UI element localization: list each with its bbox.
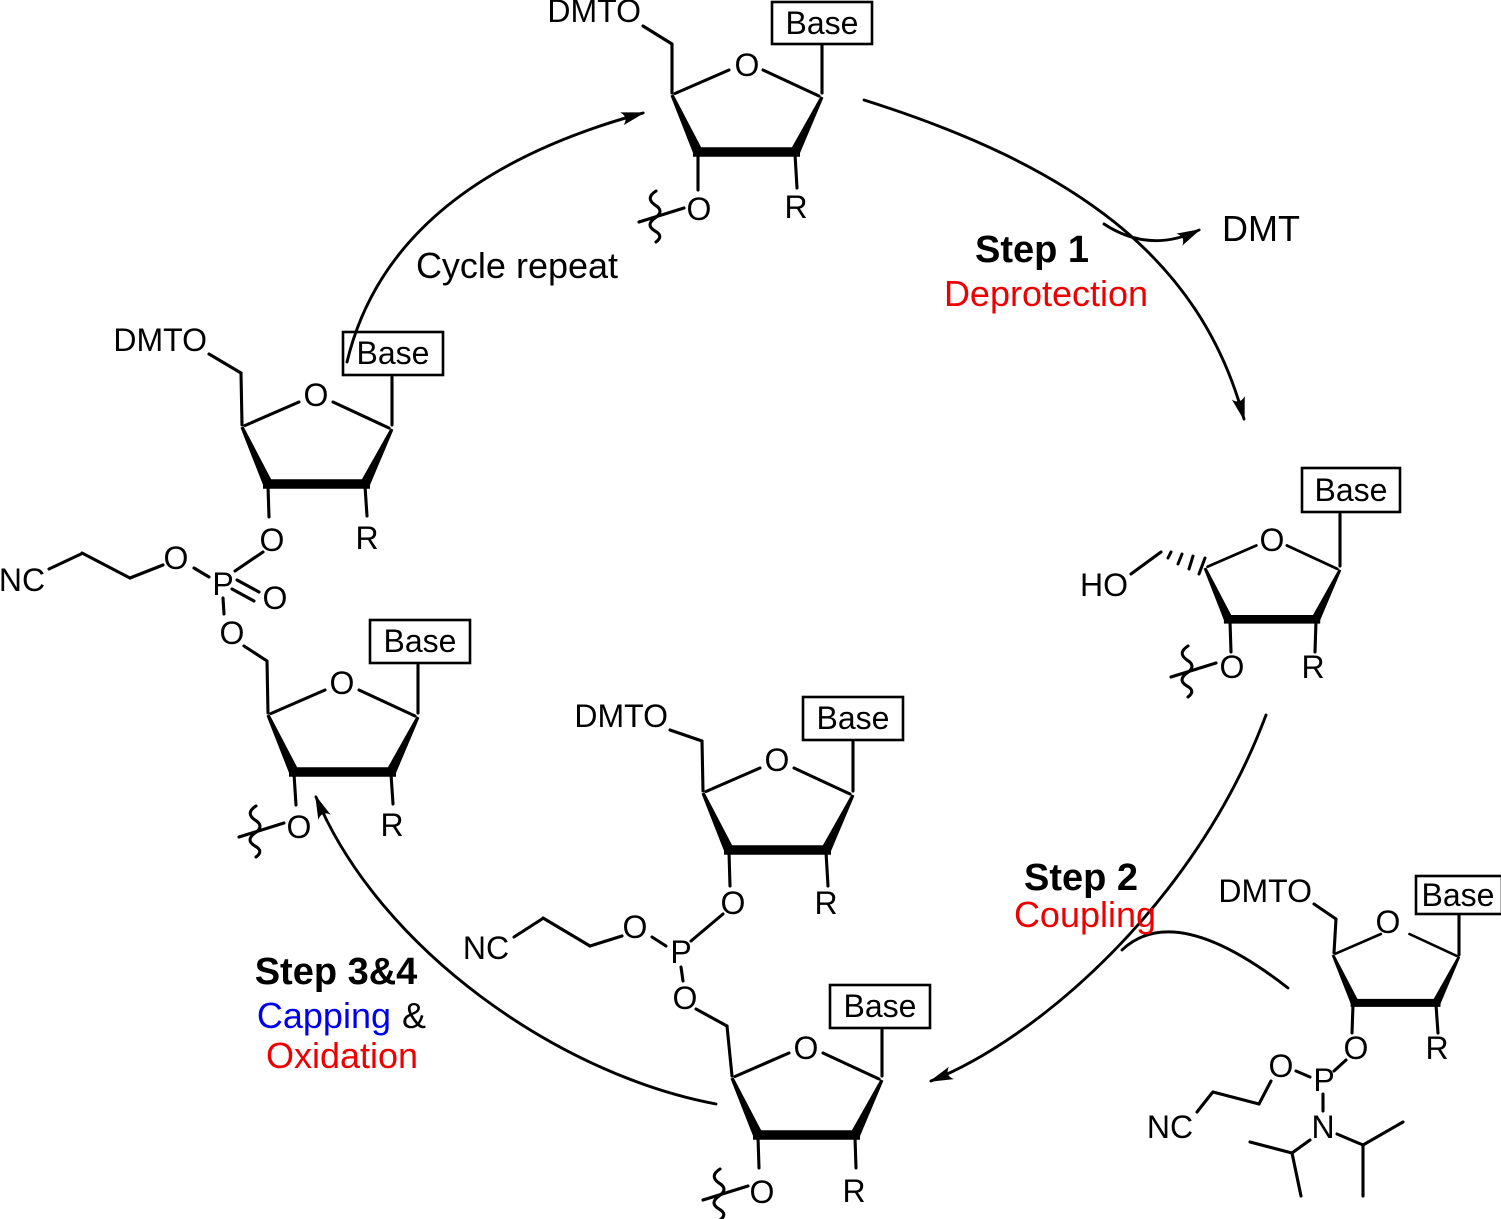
ring-oxygen-upper: O <box>765 742 790 778</box>
o3-label: O <box>1344 1030 1369 1066</box>
r-label: R <box>1425 1030 1448 1066</box>
o-cyanoethyl-label: O <box>1269 1048 1294 1084</box>
base-box-lower <box>368 618 472 665</box>
bonds <box>512 728 884 1170</box>
o3-label: O <box>687 191 712 227</box>
hashed-wedge-bond <box>1166 550 1207 576</box>
base-box-upper <box>801 695 905 742</box>
o3-label: O <box>1220 649 1245 685</box>
nc-label: NC <box>0 562 45 598</box>
structure-bottom-phosphite-dimer: DMTO Base O O R P O NC O Base O O R <box>463 695 932 1219</box>
step2-title: Step 2 <box>1024 857 1138 899</box>
o5-lower-label: O <box>673 980 698 1016</box>
cycle-arrows <box>314 98 1290 1106</box>
r-label-upper: R <box>814 885 837 921</box>
base-box-lower <box>828 983 932 1030</box>
nitrogen-label: N <box>1311 1109 1334 1145</box>
r-label-lower: R <box>842 1173 865 1209</box>
r-label: R <box>784 189 807 225</box>
structure-phosphoramidite-monomer: DMTO Base O O R P O NC N <box>1147 873 1501 1198</box>
cycle-repeat-label: Cycle repeat <box>416 245 618 286</box>
base-label-upper: Base <box>357 335 430 371</box>
annotations: Cycle repeat DMT Step 1 Deprotection Ste… <box>255 208 1300 1076</box>
step34-ampersand: & <box>402 995 426 1036</box>
step34-arrow <box>314 794 718 1106</box>
base-label-upper: Base <box>817 700 890 736</box>
base-label: Base <box>786 5 859 41</box>
o3-label: O <box>721 885 746 921</box>
ring-oxygen-upper: O <box>304 377 329 413</box>
ring-oxygen-label: O <box>1376 904 1401 940</box>
base-label: Base <box>1315 472 1388 508</box>
ring-oxygen-label: O <box>735 47 760 83</box>
base-box <box>770 0 874 46</box>
bonds <box>47 352 420 807</box>
ring-oxygen-lower: O <box>330 665 355 701</box>
step34-title: Step 3&4 <box>255 951 418 993</box>
structure-left-phosphotriester-dimer: DMTO Base O O R P O O NC O Base O O R <box>0 322 472 859</box>
ho-label: HO <box>1080 567 1128 603</box>
r-label-lower: R <box>380 807 403 843</box>
base-label-lower: Base <box>844 988 917 1024</box>
dmto-label: DMTO <box>547 0 641 29</box>
o-cyanoethyl-label: O <box>623 909 648 945</box>
o5-lower-label: O <box>220 615 245 651</box>
structure-top-support-nucleoside-dmt: DMTO Base O O R <box>547 0 874 244</box>
r-label-upper: R <box>355 520 378 556</box>
structure-right-deprotected-nucleoside: HO Base O O R <box>1080 466 1402 699</box>
bonds <box>1129 512 1342 654</box>
cycle-repeat-arrow <box>345 111 646 364</box>
step2-name: Coupling <box>1014 894 1156 935</box>
dmto-label: DMTO <box>113 322 207 358</box>
dmto-label: DMTO <box>1218 873 1312 909</box>
base-box <box>1414 874 1501 916</box>
base-box-upper <box>341 330 445 377</box>
o3-lower-label: O <box>750 1174 775 1210</box>
base-box <box>1300 466 1402 514</box>
dmt-leaving-group-label: DMT <box>1222 208 1300 249</box>
bonds <box>1195 902 1461 1198</box>
o3-lower-label: O <box>287 809 312 845</box>
step1-title: Step 1 <box>975 229 1089 271</box>
phosphorus-label: P <box>212 566 233 602</box>
phosphoramidite-merge-curve <box>1120 930 1290 990</box>
step1-arrow <box>862 98 1246 422</box>
dmto-label: DMTO <box>574 698 668 734</box>
step2-arrow <box>928 713 1268 1083</box>
o3-label: O <box>260 522 285 558</box>
o-cyanoethyl-label: O <box>164 540 189 576</box>
phosphorus-label: P <box>670 934 691 970</box>
step34-capping: Capping <box>257 995 391 1036</box>
step1-name: Deprotection <box>944 273 1148 314</box>
base-label-lower: Base <box>384 623 457 659</box>
bonds <box>641 24 824 192</box>
step34-oxidation: Oxidation <box>266 1035 418 1076</box>
dmt-leaving-arrow <box>1102 222 1202 246</box>
nc-label: NC <box>463 930 509 966</box>
ring-oxygen-lower: O <box>794 1030 819 1066</box>
nc-label: NC <box>1147 1109 1193 1145</box>
double-bond-oxygen-label: O <box>263 580 288 616</box>
ring-oxygen-label: O <box>1260 522 1285 558</box>
r-label: R <box>1301 649 1324 685</box>
base-label: Base <box>1422 877 1495 913</box>
phosphorus-label: P <box>1313 1062 1334 1098</box>
